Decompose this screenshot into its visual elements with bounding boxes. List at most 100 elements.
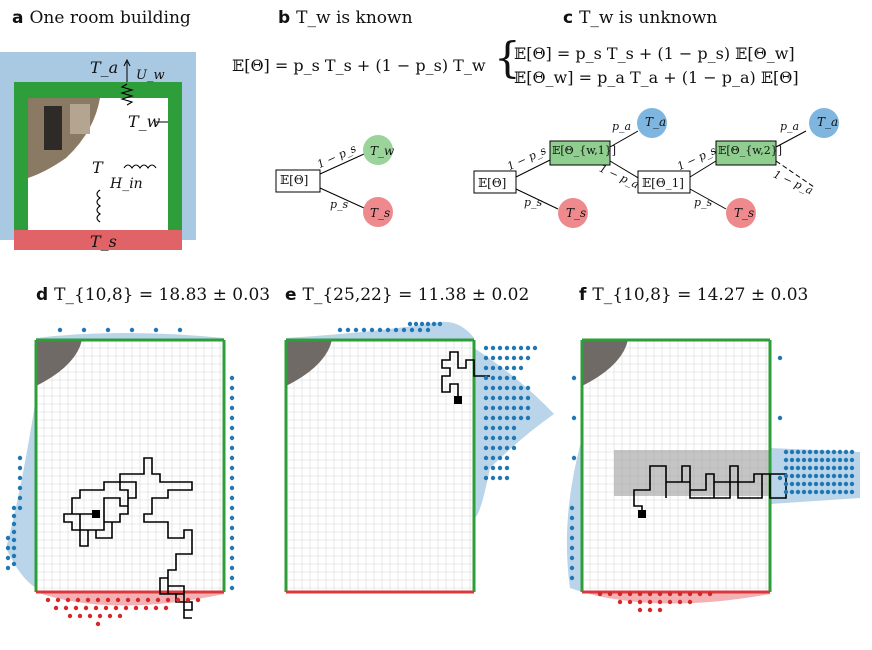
exit-dot — [229, 535, 235, 541]
node-ts-2 — [726, 198, 756, 228]
exit-dot — [813, 473, 819, 479]
exit-dot — [229, 445, 235, 451]
exit-dot — [607, 591, 613, 597]
exit-dot — [437, 321, 443, 327]
panel-letter: d — [36, 285, 49, 305]
exit-dot — [511, 375, 517, 381]
exit-dot — [504, 355, 510, 361]
edge-to-tw — [319, 153, 365, 175]
node-start — [473, 170, 517, 194]
exit-dot — [401, 327, 407, 333]
exit-dot — [483, 475, 489, 481]
exit-dot — [837, 473, 843, 479]
exit-dot — [5, 545, 11, 551]
exit-dot — [483, 435, 489, 441]
exit-dot — [667, 599, 673, 605]
node-w1 — [549, 140, 611, 166]
exit-dot — [385, 327, 391, 333]
exit-dot — [483, 365, 489, 371]
exit-dot — [518, 355, 524, 361]
exit-dot — [617, 599, 623, 605]
exit-dot — [569, 515, 575, 521]
exit-dot — [107, 613, 113, 619]
exit-dot — [801, 489, 807, 495]
exit-dot — [17, 465, 23, 471]
exit-dot — [497, 445, 503, 451]
exit-dot — [511, 365, 517, 371]
exit-dot — [11, 545, 17, 551]
exit-dot — [504, 365, 510, 371]
exit-dot — [795, 457, 801, 463]
exit-dot — [637, 607, 643, 613]
exit-dot — [490, 465, 496, 471]
exit-dot — [129, 327, 135, 333]
edge — [689, 188, 727, 210]
exit-dot — [569, 535, 575, 541]
exit-dot — [17, 455, 23, 461]
exit-dot — [83, 605, 89, 611]
exit-dot — [497, 385, 503, 391]
photo-window — [44, 106, 62, 150]
c-w2-label: 𝔼[Θ_{w,2}] — [718, 144, 783, 157]
exit-dot — [819, 457, 825, 463]
exit-dot — [229, 385, 235, 391]
exit-dot — [777, 355, 783, 361]
node-start-label: 𝔼[Θ] — [280, 173, 309, 187]
exit-dot — [687, 591, 693, 597]
panel-d-plot — [5, 327, 235, 627]
exit-dot — [490, 475, 496, 481]
exit-dot — [113, 605, 119, 611]
exit-dot — [511, 425, 517, 431]
label-T: T — [92, 158, 103, 177]
exit-dot — [229, 555, 235, 561]
exit-dot — [777, 475, 783, 481]
node-tw — [363, 135, 393, 165]
exit-dot — [483, 405, 489, 411]
exit-dot — [825, 473, 831, 479]
exit-dot — [843, 457, 849, 463]
exit-dot — [511, 395, 517, 401]
exit-dot — [807, 465, 813, 471]
exit-dot — [490, 415, 496, 421]
exit-dot — [125, 597, 131, 603]
exit-dot — [569, 555, 575, 561]
exit-dot — [483, 375, 489, 381]
exit-dot — [504, 385, 510, 391]
edge — [689, 160, 717, 178]
exit-dot — [569, 565, 575, 571]
exit-dot — [789, 481, 795, 487]
exit-dot — [783, 489, 789, 495]
exit-dot — [73, 605, 79, 611]
exit-dot — [497, 415, 503, 421]
exit-dot — [117, 613, 123, 619]
exit-dot — [813, 449, 819, 455]
exit-dot — [843, 473, 849, 479]
exit-dot — [637, 599, 643, 605]
exit-dot — [571, 415, 577, 421]
exit-dot — [490, 345, 496, 351]
label-Tw: T_w — [128, 112, 161, 131]
exit-dot — [77, 613, 83, 619]
node-ts-label: T_s — [370, 206, 391, 220]
node-start — [275, 169, 321, 193]
exit-dot — [361, 327, 367, 333]
exit-dot — [789, 473, 795, 479]
node-ts-1 — [558, 198, 588, 228]
panel-letter: f — [579, 285, 587, 305]
exit-dot — [795, 465, 801, 471]
exit-dot — [504, 445, 510, 451]
photo-corner — [36, 340, 82, 386]
exit-dot — [229, 405, 235, 411]
arrow-head-icon — [123, 58, 131, 67]
walk-start — [638, 510, 646, 518]
exit-dot — [819, 489, 825, 495]
exit-dot — [145, 597, 151, 603]
exit-dot — [504, 415, 510, 421]
exit-dot — [795, 489, 801, 495]
exit-dot — [497, 465, 503, 471]
exit-dot — [105, 327, 111, 333]
exit-dot — [831, 449, 837, 455]
exit-dot — [229, 525, 235, 531]
